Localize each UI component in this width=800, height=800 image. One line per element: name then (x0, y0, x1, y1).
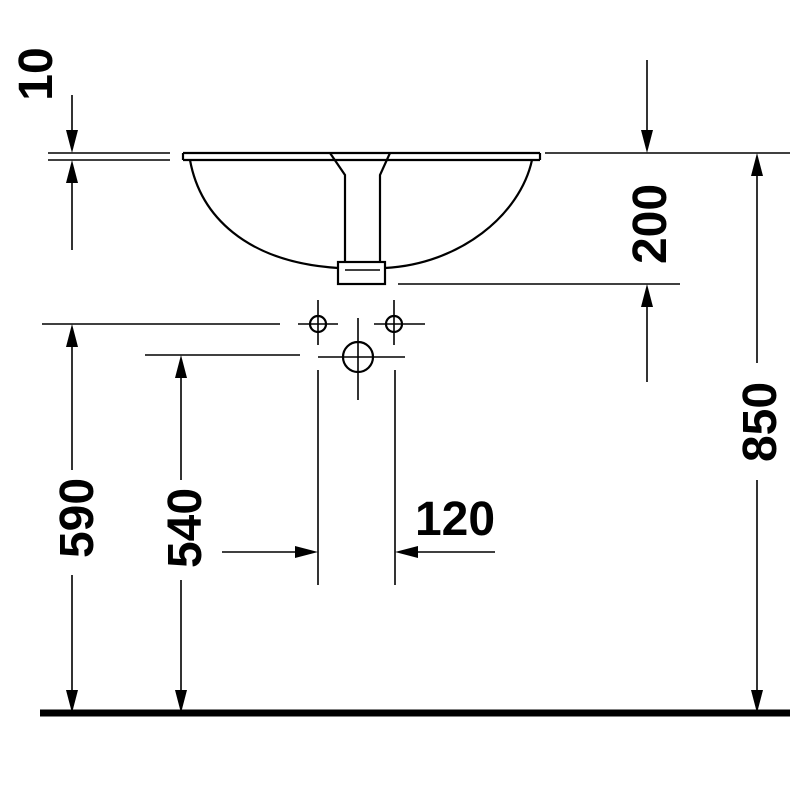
drain-symbol (318, 318, 405, 400)
supply-left-symbol (298, 300, 338, 345)
dimension-200-label: 200 (624, 184, 677, 264)
dimension-850-label: 850 (734, 382, 787, 462)
dimension-540-label: 540 (159, 488, 212, 568)
dimension-10: 10 (10, 47, 78, 250)
basin-profile (181, 151, 542, 286)
dimension-590-label: 590 (51, 478, 104, 558)
dimension-540: 540 (159, 355, 212, 713)
dimension-850: 850 (734, 153, 787, 713)
supply-right-symbol (374, 300, 425, 345)
dimension-200: 200 (624, 60, 677, 382)
dimension-590: 590 (51, 324, 104, 713)
dimension-10-label: 10 (10, 47, 63, 100)
extension-lines (42, 152, 790, 585)
dimension-120-label: 120 (415, 493, 495, 546)
dimension-120: 120 (222, 493, 495, 558)
